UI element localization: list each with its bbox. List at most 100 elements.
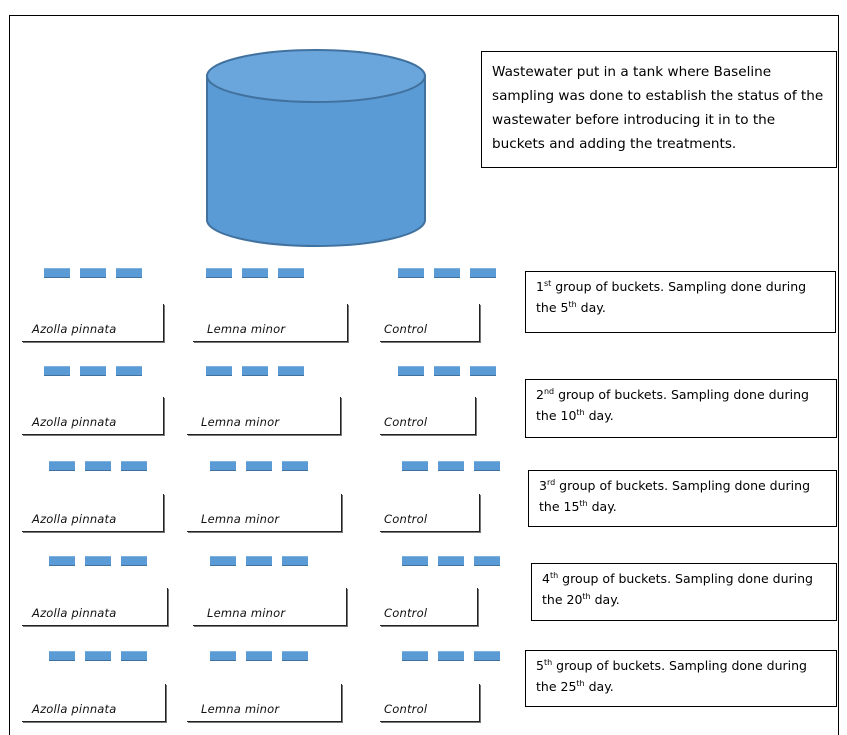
- note-day: 20: [566, 592, 583, 607]
- note-text-end: day.: [590, 592, 620, 607]
- group-note-2: 2nd group of buckets. Sampling done duri…: [525, 379, 837, 438]
- dash-mark: [49, 651, 75, 661]
- dash-mark: [474, 651, 500, 661]
- dash-mark: [438, 651, 464, 661]
- note-text: group of buckets. Sampling done during t…: [542, 571, 813, 607]
- group-note-3: 3rd group of buckets. Sampling done duri…: [528, 470, 837, 527]
- note-text-end: day.: [587, 499, 617, 514]
- note-ordinal: 3: [539, 478, 547, 493]
- bucket-label: Lemna minor: [207, 606, 286, 620]
- dash-mark: [474, 556, 500, 566]
- bucket-control: Control: [380, 588, 478, 626]
- dash-mark: [438, 556, 464, 566]
- dash-mark: [80, 268, 106, 278]
- bucket-azolla: Azolla pinnata: [22, 304, 164, 342]
- diagram-frame: [9, 15, 839, 735]
- bucket-label: Control: [384, 702, 428, 716]
- bucket-lemna: Lemna minor: [187, 494, 342, 532]
- note-text: group of buckets. Sampling done during t…: [536, 387, 809, 423]
- bucket-label: Lemna minor: [201, 702, 280, 716]
- dash-mark: [278, 268, 304, 278]
- note-day: 25: [560, 679, 577, 694]
- bucket-lemna: Lemna minor: [193, 304, 348, 342]
- dash-mark: [398, 366, 424, 376]
- dash-mark: [80, 366, 106, 376]
- dash-mark: [282, 556, 308, 566]
- bucket-label: Control: [384, 512, 428, 526]
- bucket-azolla: Azolla pinnata: [22, 588, 168, 626]
- note-ordinal: 2: [536, 387, 544, 402]
- dash-mark: [206, 366, 232, 376]
- bucket-label: Azolla pinnata: [32, 322, 117, 336]
- note-day: 5: [560, 300, 569, 315]
- dash-mark: [242, 268, 268, 278]
- note-day-suffix: th: [568, 299, 577, 309]
- dash-mark: [438, 461, 464, 471]
- dash-mark: [44, 366, 70, 376]
- bucket-label: Control: [384, 606, 428, 620]
- dash-mark: [278, 366, 304, 376]
- group-note-5: 5th group of buckets. Sampling done duri…: [525, 650, 837, 707]
- wastewater-tank: [206, 49, 426, 247]
- dash-mark: [470, 268, 496, 278]
- note-day-suffix: th: [576, 678, 585, 688]
- dash-mark: [282, 461, 308, 471]
- bucket-label: Control: [384, 415, 428, 429]
- note-ordinal-suffix: th: [549, 570, 559, 580]
- note-ordinal-suffix: nd: [543, 386, 555, 396]
- dash-mark: [121, 556, 147, 566]
- note-ordinal-suffix: rd: [546, 477, 556, 487]
- dash-mark: [85, 461, 111, 471]
- dash-mark: [434, 366, 460, 376]
- dash-mark: [116, 268, 142, 278]
- dash-mark: [402, 556, 428, 566]
- note-day-suffix: th: [579, 498, 588, 508]
- dash-mark: [121, 651, 147, 661]
- dash-mark: [246, 461, 272, 471]
- bucket-control: Control: [380, 494, 480, 532]
- dash-mark: [49, 556, 75, 566]
- tank-note: Wastewater put in a tank where Baseline …: [481, 51, 837, 168]
- bucket-label: Azolla pinnata: [32, 415, 117, 429]
- dash-mark: [246, 556, 272, 566]
- dash-mark: [85, 556, 111, 566]
- note-ordinal: 4: [542, 571, 550, 586]
- note-day-suffix: th: [582, 591, 591, 601]
- bucket-lemna: Lemna minor: [193, 588, 347, 626]
- dash-mark: [470, 366, 496, 376]
- dash-mark: [434, 268, 460, 278]
- dash-mark: [49, 461, 75, 471]
- bucket-lemna: Lemna minor: [187, 684, 342, 722]
- dash-mark: [402, 651, 428, 661]
- note-ordinal: 5: [536, 658, 544, 673]
- dash-mark: [210, 556, 236, 566]
- dash-mark: [398, 268, 424, 278]
- note-day-suffix: th: [576, 407, 585, 417]
- group-note-1: 1st group of buckets. Sampling done duri…: [525, 271, 836, 333]
- dash-mark: [206, 268, 232, 278]
- note-ordinal: 1: [536, 279, 544, 294]
- dash-mark: [121, 461, 147, 471]
- bucket-control: Control: [380, 304, 480, 342]
- dash-mark: [246, 651, 272, 661]
- note-text: group of buckets. Sampling done during t…: [536, 279, 807, 315]
- group-note-4: 4th group of buckets. Sampling done duri…: [531, 563, 837, 621]
- bucket-label: Azolla pinnata: [32, 606, 117, 620]
- note-ordinal-suffix: th: [543, 657, 553, 667]
- note-text-end: day.: [584, 408, 614, 423]
- dash-mark: [402, 461, 428, 471]
- dash-mark: [242, 366, 268, 376]
- bucket-azolla: Azolla pinnata: [22, 684, 166, 722]
- bucket-label: Azolla pinnata: [32, 702, 117, 716]
- dash-mark: [85, 651, 111, 661]
- dash-mark: [116, 366, 142, 376]
- dash-mark: [210, 461, 236, 471]
- bucket-label: Lemna minor: [201, 415, 280, 429]
- note-text: group of buckets. Sampling done during t…: [539, 478, 811, 514]
- dash-mark: [44, 268, 70, 278]
- bucket-control: Control: [380, 397, 476, 435]
- tank-body: [206, 75, 426, 247]
- dash-mark: [474, 461, 500, 471]
- tank-top: [206, 49, 426, 103]
- bucket-azolla: Azolla pinnata: [22, 397, 164, 435]
